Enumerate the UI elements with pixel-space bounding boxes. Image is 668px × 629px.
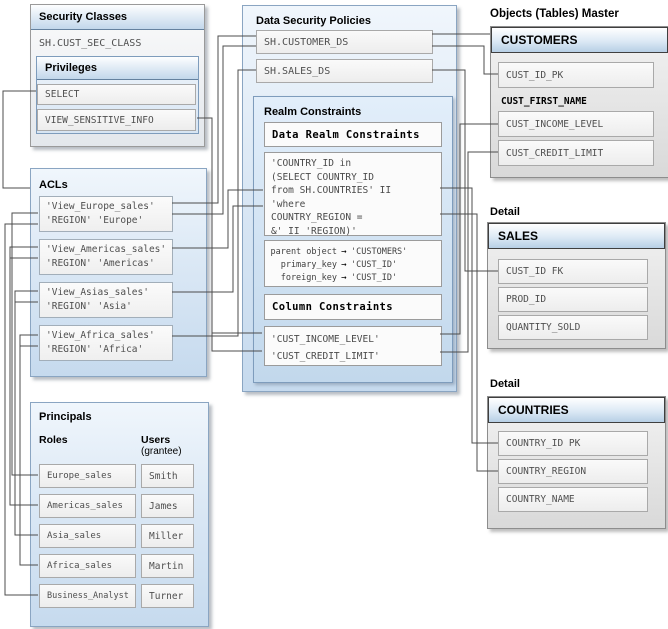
security-classes-header: Security Classes — [31, 5, 204, 30]
countries-table: COUNTRIES COUNTRY_ID PK COUNTRY_REGION C… — [487, 396, 666, 529]
mapping-parent-label: parent object — [270, 246, 337, 257]
acl-entry-africa: 'View_Africa_sales' 'REGION' 'Africa' — [39, 325, 173, 361]
arrow-icon: → — [341, 259, 347, 270]
role-americas-sales: Americas_sales — [39, 494, 136, 518]
sales-table-header: SALES — [488, 223, 665, 249]
role-europe-sales: Europe_sales — [39, 464, 136, 488]
customers-table-header: CUSTOMERS — [491, 27, 668, 53]
column-constraints-rows: 'CUST_INCOME_LEVEL' 'CUST_CREDIT_LIMIT' — [264, 326, 442, 366]
sql-line-2: (SELECT COUNTRY_ID — [271, 171, 374, 183]
security-classes-title: Security Classes — [39, 11, 128, 23]
acl-europe-line1: 'View_Europe_sales' — [46, 201, 155, 212]
privilege-view-sensitive-info: VIEW_SENSITIVE_INFO — [37, 109, 196, 131]
acl-europe-line2: 'REGION' 'Europe' — [46, 215, 144, 226]
users-column-label: Users — [141, 434, 171, 446]
countries-row-country-region: COUNTRY_REGION — [498, 459, 648, 484]
sql-line-3: from SH.COUNTRIES' II — [271, 185, 392, 196]
customers-row-cust-income-level: CUST_INCOME_LEVEL — [498, 111, 654, 137]
column-constraint-income: 'CUST_INCOME_LEVEL' — [271, 334, 380, 345]
acl-entry-americas: 'View_Americas_sales' 'REGION' 'Americas' — [39, 239, 173, 275]
countries-table-header: COUNTRIES — [488, 397, 665, 423]
column-constraints-header: Column Constraints — [264, 294, 442, 320]
roles-column-label: Roles — [39, 434, 68, 446]
privilege-select: SELECT — [37, 84, 196, 105]
acl-asia-line1: 'View_Asias_sales' — [46, 287, 149, 298]
security-classes-box: Security Classes SH.CUST_SEC_CLASS Privi… — [30, 4, 205, 147]
sales-table: SALES CUST_ID FK PROD_ID QUANTITY_SOLD — [487, 222, 666, 349]
acl-entry-asia: 'View_Asias_sales' 'REGION' 'Asia' — [39, 282, 173, 318]
security-class-name: SH.CUST_SEC_CLASS — [39, 38, 142, 49]
acl-americas-line1: 'View_Americas_sales' — [46, 244, 167, 255]
principals-box: Principals Roles Users (grantee) Europe_… — [30, 402, 209, 627]
privileges-box: Privileges SELECT VIEW_SENSITIVE_INFO — [36, 56, 199, 134]
mapping-parent-value: 'CUSTOMERS' — [351, 246, 408, 257]
sales-row-cust-id-fk: CUST_ID FK — [498, 259, 648, 284]
mapping-fk-label: foreign_key — [280, 272, 337, 283]
acl-africa-line2: 'REGION' 'Africa' — [46, 344, 144, 355]
data-security-policies-title: Data Security Policies — [256, 15, 371, 27]
realm-constraints-title: Realm Constraints — [264, 106, 362, 118]
data-realm-constraints-header: Data Realm Constraints — [264, 122, 442, 147]
mapping-pk-label: primary_key — [280, 259, 337, 270]
countries-row-country-id-pk: COUNTRY_ID PK — [498, 431, 648, 456]
policy-customer-ds: SH.CUSTOMER_DS — [256, 30, 433, 54]
arrow-icon: → — [341, 246, 347, 257]
data-security-policies-box: Data Security Policies SH.CUSTOMER_DS SH… — [242, 5, 457, 392]
users-column-sublabel: (grantee) — [141, 446, 182, 457]
customers-table: CUSTOMERS CUST_ID_PK CUST_FIRST_NAME CUS… — [490, 26, 668, 178]
countries-row-country-name: COUNTRY_NAME — [498, 487, 648, 512]
user-smith: Smith — [141, 464, 194, 488]
column-constraint-credit: 'CUST_CREDIT_LIMIT' — [271, 351, 380, 362]
sql-line-5: COUNTRY_REGION = — [271, 212, 363, 223]
acl-africa-line1: 'View_Africa_sales' — [46, 330, 155, 341]
user-martin: Martin — [141, 554, 194, 578]
acls-box: ACLs 'View_Europe_sales' 'REGION' 'Europe… — [30, 168, 207, 377]
principals-title: Principals — [39, 411, 92, 423]
customers-row-cust-first-name: CUST_FIRST_NAME — [501, 96, 587, 107]
role-business-analyst: Business_Analyst — [39, 584, 136, 608]
privileges-header: Privileges — [37, 57, 198, 80]
privileges-title: Privileges — [45, 62, 97, 74]
sql-line-6: &' II 'REGION)' — [271, 225, 357, 237]
mapping-pk-value: 'CUST_ID' — [351, 259, 398, 270]
detail-label-sales: Detail — [490, 206, 520, 218]
customers-row-cust-credit-limit: CUST_CREDIT_LIMIT — [498, 140, 654, 166]
sql-line-1: 'COUNTRY_ID in — [271, 158, 352, 169]
policy-sales-ds: SH.SALES_DS — [256, 59, 433, 83]
mapping-fk-value: 'CUST_ID' — [351, 272, 398, 283]
realm-constraints-box: Realm Constraints Data Realm Constraints… — [253, 96, 453, 383]
customers-row-cust-id-pk: CUST_ID_PK — [498, 62, 654, 88]
acl-entry-europe: 'View_Europe_sales' 'REGION' 'Europe' — [39, 196, 173, 232]
realm-mapping-box: parent object → 'CUSTOMERS' primary_key → 'C… — [264, 240, 442, 287]
arrow-icon: → — [341, 272, 347, 283]
objects-master-label: Objects (Tables) Master — [490, 8, 619, 20]
acls-title: ACLs — [39, 179, 68, 191]
user-james: James — [141, 494, 194, 518]
sales-row-quantity-sold: QUANTITY_SOLD — [498, 315, 648, 340]
user-turner: Turner — [141, 584, 194, 608]
sales-row-prod-id: PROD_ID — [498, 287, 648, 312]
role-africa-sales: Africa_sales — [39, 554, 136, 578]
acl-asia-line2: 'REGION' 'Asia' — [46, 301, 132, 312]
user-miller: Miller — [141, 524, 194, 548]
sql-line-4: 'where — [271, 198, 306, 210]
acl-americas-line2: 'REGION' 'Americas' — [46, 258, 155, 269]
mapping-foreign-key: foreign_key → 'CUST_ID' — [265, 271, 441, 284]
role-asia-sales: Asia_sales — [39, 524, 136, 548]
mapping-parent-object: parent object → 'CUSTOMERS' — [265, 245, 441, 258]
detail-label-countries: Detail — [490, 378, 520, 390]
mapping-primary-key: primary_key → 'CUST_ID' — [265, 258, 441, 271]
